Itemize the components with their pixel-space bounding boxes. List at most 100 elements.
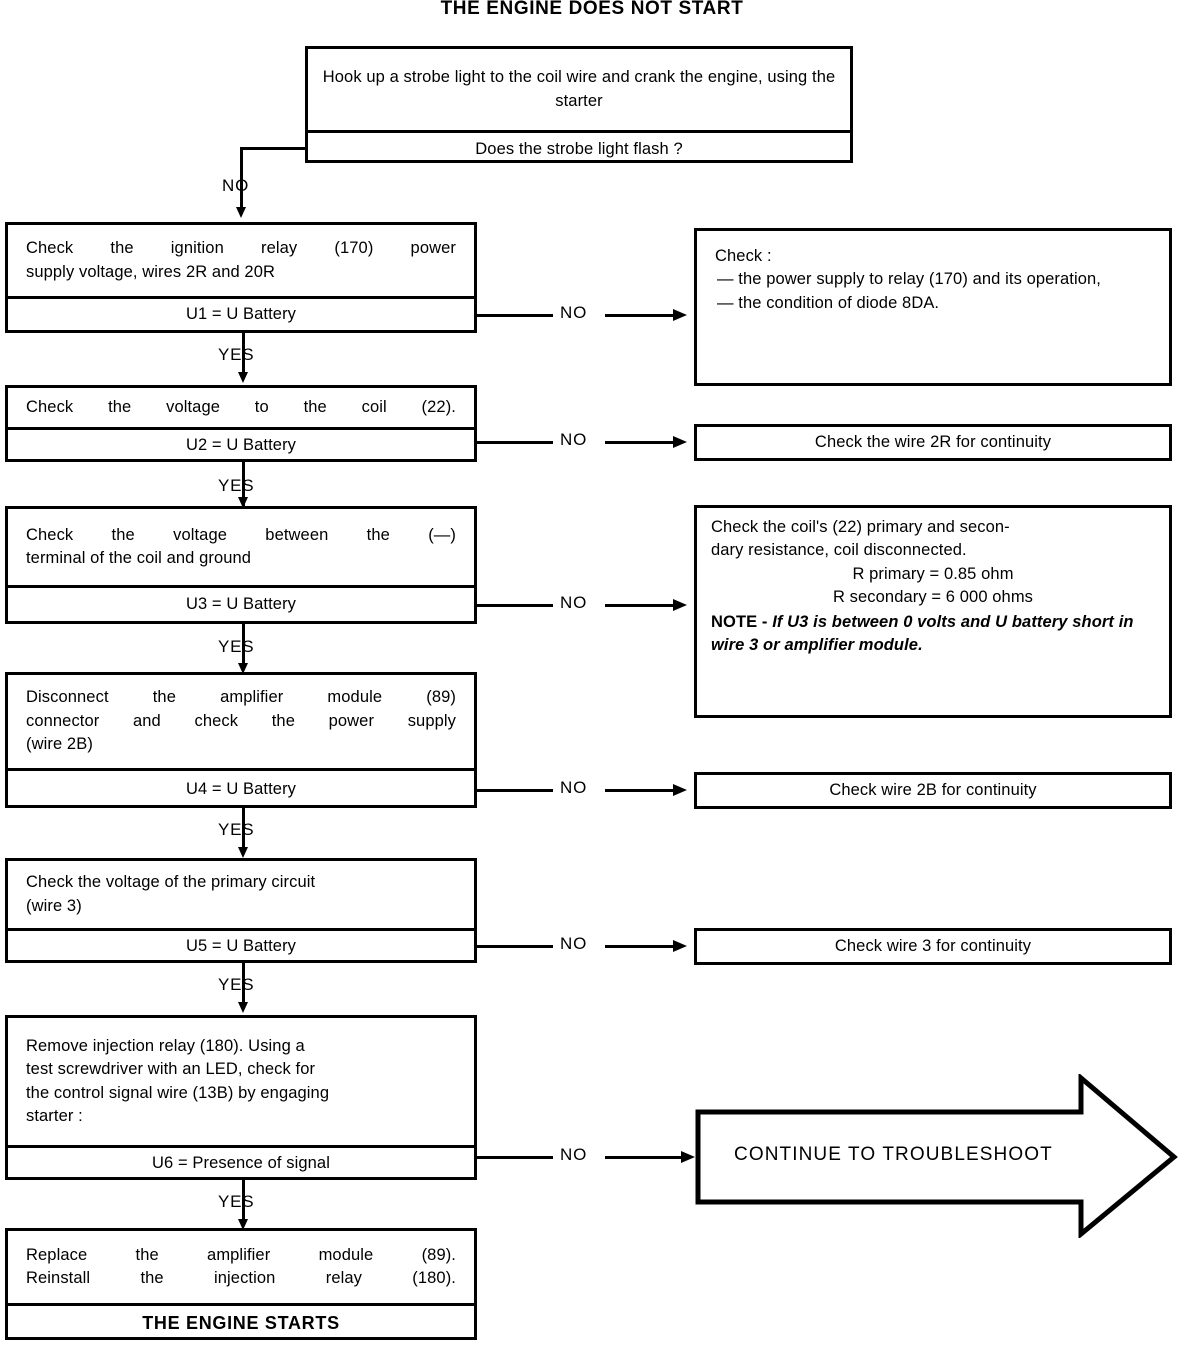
- step-u3-no-line1: Check the coil's (22) primary and secon-: [711, 518, 1010, 536]
- step-u6-no-label: NO: [560, 1145, 588, 1164]
- step-u5-yes-label: YES: [218, 975, 255, 994]
- step-u3-no-arrowhead: [673, 599, 687, 611]
- step-u3-box: Check the voltage between the (—) termin…: [5, 506, 477, 624]
- step-u5-instruction-line1: Check the voltage of the primary circuit: [26, 873, 316, 892]
- step-u4-no-arrowhead: [673, 784, 687, 796]
- step-u1-condition-segment: U1 = U Battery: [8, 296, 474, 330]
- step-u5-box: Check the voltage of the primary circuit…: [5, 858, 477, 963]
- step-u2-no-text: Check the wire 2R for continuity: [814, 432, 1052, 451]
- step-u5-no-line-a: [477, 945, 553, 948]
- step-u6-no-line-b: [605, 1156, 683, 1159]
- step-u3-no-note: NOTE - If U3 is between 0 volts and U ba…: [711, 611, 1155, 658]
- step-u1-no-bullet-1: — the power supply to relay (170) and it…: [717, 270, 1101, 289]
- step-u6-yes-connector: [242, 1180, 245, 1224]
- step-u5-yes-connector: [242, 963, 245, 1007]
- step-u1-yes-label: YES: [218, 345, 255, 364]
- step-u4-no-label: NO: [560, 778, 588, 797]
- step-u6-yes-arrowhead: [238, 1219, 248, 1230]
- step-u2-no-line-a: [477, 441, 553, 444]
- step-u3-no-content: Check the coil's (22) primary and secon-…: [697, 508, 1169, 715]
- step-u5-instruction-segment: Check the voltage of the primary circuit…: [8, 861, 474, 928]
- start-no-connector-horizontal: [240, 147, 308, 150]
- step-u3-no-value2: R secondary = 6 000 ohms: [832, 588, 1034, 607]
- step-u2-yes-arrowhead: [238, 497, 248, 508]
- step-u1-box: Check the ignition relay (170) power sup…: [5, 222, 477, 333]
- step-u3-no-line2: dary resistance, coil disconnected.: [711, 541, 967, 560]
- step-u2-no-label: NO: [560, 430, 588, 449]
- step-u4-no-line-b: [605, 789, 675, 792]
- step-u1-yes-connector: [242, 333, 245, 376]
- step-u3-no-label: NO: [560, 593, 588, 612]
- step-u4-box: Disconnect the amplifier module (89) con…: [5, 672, 477, 808]
- step-u5-no-box: Check wire 3 for continuity: [694, 928, 1172, 965]
- continue-to-troubleshoot-arrow: CONTINUE TO TROUBLESHOOT: [694, 1074, 1178, 1238]
- step-u6-instruction-line3: the control signal wire (13B) by engagin…: [26, 1083, 330, 1102]
- step-u3-yes-label: YES: [218, 637, 255, 656]
- final-instruction-segment: Replace the amplifier module (89). Reins…: [8, 1231, 474, 1303]
- step-u2-yes-label: YES: [218, 476, 255, 495]
- step-u3-no-line-a: [477, 604, 553, 607]
- step-u4-no-box: Check wire 2B for continuity: [694, 772, 1172, 809]
- step-u1-no-line-a: [477, 314, 553, 317]
- step-u2-no-box: Check the wire 2R for continuity: [694, 424, 1172, 461]
- step-u3-instruction-line2: terminal of the coil and ground: [26, 549, 252, 567]
- step-u2-condition-segment: U2 = U Battery: [8, 427, 474, 462]
- step-u5-yes-arrowhead: [238, 1002, 248, 1013]
- step-u4-yes-connector: [242, 808, 245, 852]
- step-u5-no-label: NO: [560, 934, 588, 953]
- step-u1-instruction-segment: Check the ignition relay (170) power sup…: [8, 225, 474, 296]
- step-u3-instruction-segment: Check the voltage between the (—) termin…: [8, 509, 474, 585]
- step-u4-no-content: Check wire 2B for continuity: [697, 775, 1169, 806]
- step-u3-no-note-text: If U3 is between 0 volts and U battery s…: [711, 612, 1134, 655]
- step-u5-no-content: Check wire 3 for continuity: [697, 931, 1169, 962]
- step-u3-condition-segment: U3 = U Battery: [8, 585, 474, 621]
- step-u1-no-heading: Check :: [715, 247, 772, 265]
- step-u5-no-text: Check wire 3 for continuity: [834, 936, 1032, 955]
- final-box: Replace the amplifier module (89). Reins…: [5, 1228, 477, 1340]
- step-u4-yes-label: YES: [218, 820, 255, 839]
- step-u6-box: Remove injection relay (180). Using a te…: [5, 1015, 477, 1180]
- step-u1-no-line-b: [605, 314, 675, 317]
- start-question-segment: Does the strobe light flash ?: [308, 130, 850, 166]
- step-u4-condition-segment: U4 = U Battery: [8, 768, 474, 808]
- final-instruction-line1: Replace the amplifier module (89).: [26, 1245, 456, 1264]
- step-u3-instruction-line1: Check the voltage between the (—): [26, 525, 456, 544]
- start-no-connector-vertical: [240, 147, 243, 211]
- step-u3-no-box: Check the coil's (22) primary and secon-…: [694, 505, 1172, 718]
- step-u5-no-line-b: [605, 945, 675, 948]
- step-u4-yes-arrowhead: [238, 847, 248, 858]
- step-u1-no-bullet-2: — the condition of diode 8DA.: [717, 293, 940, 312]
- step-u4-instruction-segment: Disconnect the amplifier module (89) con…: [8, 675, 474, 768]
- step-u4-instruction-line3: (wire 2B): [26, 735, 93, 754]
- step-u3-no-note-label: NOTE -: [711, 612, 768, 631]
- step-u3-condition-text: U3 = U Battery: [185, 594, 297, 613]
- start-question-text: Does the strobe light flash ?: [475, 139, 683, 158]
- final-result-segment: THE ENGINE STARTS: [8, 1303, 474, 1340]
- step-u3-yes-arrowhead: [238, 663, 248, 674]
- step-u6-yes-label: YES: [218, 1192, 255, 1211]
- step-u5-condition-segment: U5 = U Battery: [8, 928, 474, 963]
- step-u4-no-line-a: [477, 789, 553, 792]
- start-instruction-text: Hook up a strobe light to the coil wire …: [322, 68, 836, 110]
- step-u1-condition-text: U1 = U Battery: [185, 304, 297, 323]
- step-u1-instruction-line2: supply voltage, wires 2R and 20R: [26, 262, 275, 281]
- step-u3-no-value1: R primary = 0.85 ohm: [852, 564, 1014, 583]
- step-u4-no-text: Check wire 2B for continuity: [829, 780, 1037, 799]
- step-u2-no-arrowhead: [673, 436, 687, 448]
- arrow-shape-icon: [695, 1074, 1178, 1238]
- step-u5-condition-text: U5 = U Battery: [185, 937, 297, 956]
- step-u1-yes-arrowhead: [238, 372, 248, 383]
- step-u6-instruction-segment: Remove injection relay (180). Using a te…: [8, 1018, 474, 1145]
- step-u2-instruction-segment: Check the voltage to the coil (22).: [8, 388, 474, 427]
- step-u5-no-arrowhead: [673, 940, 687, 952]
- step-u1-no-arrowhead: [673, 309, 687, 321]
- step-u6-instruction-line4: starter :: [26, 1106, 83, 1125]
- continue-to-troubleshoot-label: CONTINUE TO TROUBLESHOOT: [734, 1144, 1053, 1165]
- step-u6-instruction-line2: test screwdriver with an LED, check for: [26, 1060, 316, 1079]
- start-no-label: NO: [222, 176, 250, 195]
- step-u2-no-line-b: [605, 441, 675, 444]
- step-u6-condition-text: U6 = Presence of signal: [152, 1154, 330, 1173]
- step-u4-instruction-line1: Disconnect the amplifier module (89): [26, 688, 456, 707]
- step-u1-no-box: Check : — the power supply to relay (170…: [694, 228, 1172, 386]
